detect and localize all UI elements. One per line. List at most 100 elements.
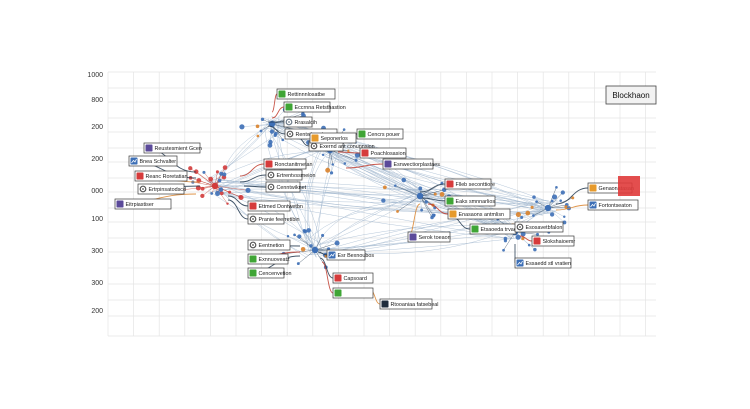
- green-square-icon: [471, 225, 479, 233]
- network-node: [302, 228, 306, 233]
- node-label-text: Rrasalcih: [295, 120, 317, 126]
- network-node: [208, 176, 214, 182]
- hub-node: [311, 246, 319, 254]
- cluster-edge: [329, 149, 357, 161]
- y-tick-label: 1000: [87, 72, 103, 79]
- network-node: [343, 162, 347, 165]
- purple-square-icon: [384, 160, 392, 168]
- node-label: Fortontseaton: [587, 199, 639, 211]
- network-node: [215, 170, 219, 174]
- label-connector: [267, 125, 286, 135]
- node-label: Enasaons antmlisn: [447, 208, 511, 220]
- node-label: Esr Bexnoubos: [326, 249, 374, 261]
- network-node: [297, 234, 302, 239]
- network-edge: [304, 144, 322, 248]
- gear-icon: [516, 223, 524, 231]
- label-connector: [227, 195, 249, 207]
- node-label-box: [379, 298, 433, 310]
- node-label-text: Reustesmient Gcen: [155, 146, 202, 152]
- network-node: [256, 134, 260, 138]
- label-connector: [421, 197, 446, 202]
- cluster-edge: [395, 185, 421, 197]
- y-tick-label: 200: [91, 308, 103, 315]
- highlight-square: [618, 176, 640, 196]
- network-node: [354, 152, 360, 158]
- label-connector: [555, 204, 589, 211]
- node-label: Esnwectiorplastaes: [382, 158, 440, 170]
- node-label-box: [247, 267, 285, 279]
- cluster-edge: [383, 195, 421, 201]
- green-square-icon: [249, 269, 257, 277]
- node-label: Eaks smnnarlios: [444, 195, 496, 207]
- node-label-text: Exernd ant conunnsion: [320, 144, 375, 150]
- network-node: [281, 138, 285, 142]
- node-label-box: [514, 257, 572, 269]
- node-label-box: [447, 208, 511, 220]
- network-node: [327, 247, 331, 251]
- network-node: [532, 195, 536, 199]
- network-node: [273, 133, 277, 138]
- network-node: [342, 128, 346, 131]
- label-connector: [239, 163, 265, 177]
- cluster-edge: [419, 189, 445, 197]
- label-connector: [317, 251, 328, 256]
- cluster-edge: [327, 149, 331, 171]
- network-node: [334, 240, 340, 246]
- node-label-box: [444, 178, 492, 190]
- chart-icon: [589, 201, 597, 209]
- title-box: Blockhaon: [605, 85, 657, 105]
- chart-icon-line: [517, 260, 523, 266]
- node-label-text: Pranie feerretibin: [259, 217, 300, 223]
- node-label-box: [263, 158, 307, 170]
- node-label-text: Eaks smnnarlios: [456, 199, 496, 205]
- cluster-edge: [192, 181, 216, 187]
- node-label: Genaonatasan: [587, 182, 634, 194]
- network-node: [286, 235, 290, 238]
- network-node: [245, 187, 251, 193]
- node-label: Ettmed Dontwetbn: [247, 200, 303, 212]
- network-edge: [210, 181, 425, 191]
- node-label-box: [531, 235, 575, 247]
- network-node: [222, 165, 228, 170]
- node-label-text: Flleb seconttiore: [456, 182, 496, 188]
- gear-icon: [139, 185, 147, 193]
- node-label-text: Essaedd stl vratien: [526, 261, 572, 267]
- cluster-edge: [403, 179, 421, 197]
- hub-node: [544, 204, 552, 212]
- dark-square-icon: [381, 300, 389, 308]
- network-node: [222, 172, 227, 177]
- network-edge: [323, 153, 508, 232]
- network-node: [525, 210, 531, 216]
- cluster-edge: [419, 195, 449, 198]
- network-node: [296, 262, 300, 266]
- node-label-box: [587, 199, 639, 211]
- label-connector: [271, 106, 285, 119]
- network-node: [238, 195, 244, 201]
- cluster-edge: [287, 236, 316, 251]
- network-node: [226, 202, 229, 205]
- network-node: [439, 191, 445, 197]
- network-node: [325, 167, 331, 173]
- network-node: [433, 192, 437, 196]
- label-connector: [555, 187, 589, 205]
- chart-icon: [516, 259, 524, 267]
- label-connector: [337, 151, 361, 154]
- node-label-box: [134, 170, 188, 182]
- node-label: Bnea Schvalter: [128, 155, 178, 167]
- network-node: [551, 194, 558, 200]
- gear-icon: [249, 241, 257, 249]
- network-node: [293, 233, 296, 237]
- node-label-box: [265, 169, 303, 181]
- red-square-icon: [533, 237, 541, 245]
- node-label-box: [247, 253, 289, 265]
- node-label: Ertrpinsatodscd: [137, 183, 186, 195]
- node-label: Slokshaioemr: [531, 235, 575, 247]
- gear-icon-center: [288, 121, 290, 123]
- node-label-box: [265, 181, 301, 193]
- node-label-text: Cenntwiknet: [277, 185, 307, 191]
- y-tick-label: 800: [91, 97, 103, 104]
- node-label: Capsoard: [332, 272, 374, 284]
- network-node: [420, 208, 424, 212]
- network-node: [560, 190, 565, 195]
- green-square-icon: [446, 197, 454, 205]
